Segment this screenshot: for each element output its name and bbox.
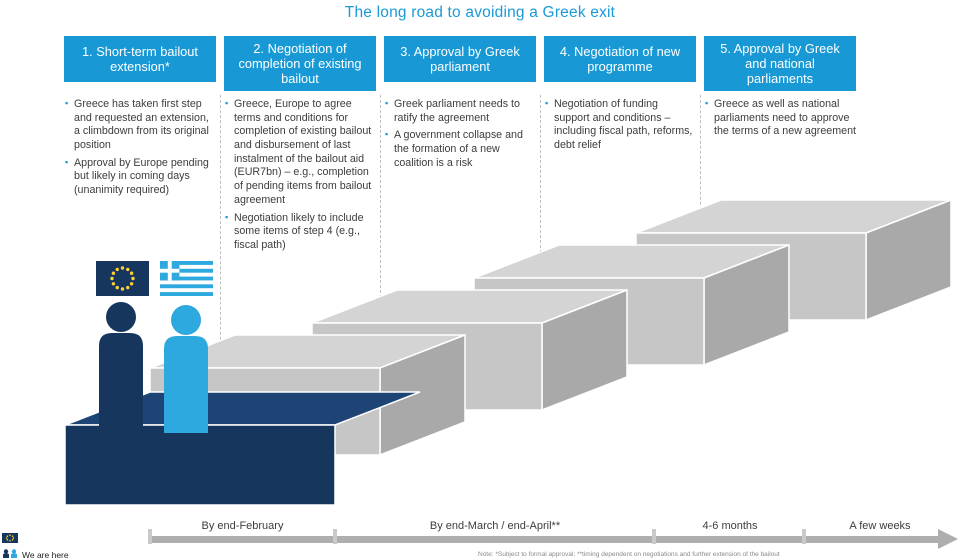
bullet-item: Negotiation likely to include some items… <box>225 212 376 253</box>
step-5-bullets: Greece as well as national parliaments n… <box>705 98 856 143</box>
step-1-current-shape <box>64 391 421 506</box>
column-separator <box>540 95 541 273</box>
column-separator <box>220 95 221 350</box>
timeline-label-3: 4-6 months <box>702 520 758 532</box>
step-2-bullets: Greece, Europe to agree terms and condit… <box>225 98 376 257</box>
column-5: 5. Approval by Greek and national parlia… <box>704 36 856 137</box>
timeline-arrowhead-icon <box>938 529 958 549</box>
person-light-icon <box>164 305 208 433</box>
step-5-header: 5. Approval by Greek and national parlia… <box>704 36 856 92</box>
timeline-tick <box>148 529 152 544</box>
step-4-header: 4. Negotiation of new programme <box>544 36 696 82</box>
column-2: 2. Negotiation of completion of existing… <box>224 36 376 251</box>
footnote-text: Note: *Subject to formal approval; **tim… <box>478 551 780 558</box>
bullet-item: Greece has taken first step and requeste… <box>65 98 216 153</box>
step-1-bullets: Greece has taken first step and requeste… <box>65 98 216 202</box>
step-1-header: 1. Short-term bailout extension* <box>64 36 216 82</box>
timeline-arrow-bar <box>150 536 938 543</box>
bullet-item: Greece, Europe to agree terms and condit… <box>225 98 376 208</box>
column-1: 1. Short-term bailout extension* Greece … <box>64 36 216 196</box>
column-separator <box>700 95 701 230</box>
eu-flag-icon <box>96 261 149 296</box>
step-3-header: 3. Approval by Greek parliament <box>384 36 536 82</box>
timeline-label-4: A few weeks <box>849 520 911 532</box>
bullet-item: Greek parliament needs to ratify the agr… <box>385 98 536 125</box>
timeline-tick <box>802 529 806 544</box>
step-3-bullets: Greek parliament needs to ratify the agr… <box>385 98 536 174</box>
bullet-item: A government collapse and the formation … <box>385 129 536 170</box>
eu-flag-small-icon <box>2 533 18 543</box>
timeline-tick <box>652 529 656 544</box>
step-4-bullets: Negotiation of funding support and condi… <box>545 98 696 157</box>
people-small-icon <box>3 549 17 558</box>
column-separator <box>380 95 381 318</box>
timeline-label-2: By end-March / end-April** <box>429 520 561 532</box>
process-columns: 1. Short-term bailout extension* Greece … <box>64 36 856 251</box>
bullet-item: Greece as well as national parliaments n… <box>705 98 856 139</box>
timeline-tick <box>333 529 337 544</box>
bullet-item: Approval by Europe pending but likely in… <box>65 157 216 198</box>
legend-we-are-here: We are here <box>2 530 69 558</box>
timeline-label-1: By end-February <box>201 520 284 532</box>
greek-flag-icon <box>160 261 213 296</box>
person-dark-icon <box>99 302 143 430</box>
column-4: 4. Negotiation of new programme Negotiat… <box>544 36 696 151</box>
bullet-item: Negotiation of funding support and condi… <box>545 98 696 153</box>
legend-label: We are here <box>22 550 69 558</box>
slide-title: The long road to avoiding a Greek exit <box>344 4 616 21</box>
step-2-header: 2. Negotiation of completion of existing… <box>224 36 376 92</box>
column-3: 3. Approval by Greek parliament Greek pa… <box>384 36 536 169</box>
